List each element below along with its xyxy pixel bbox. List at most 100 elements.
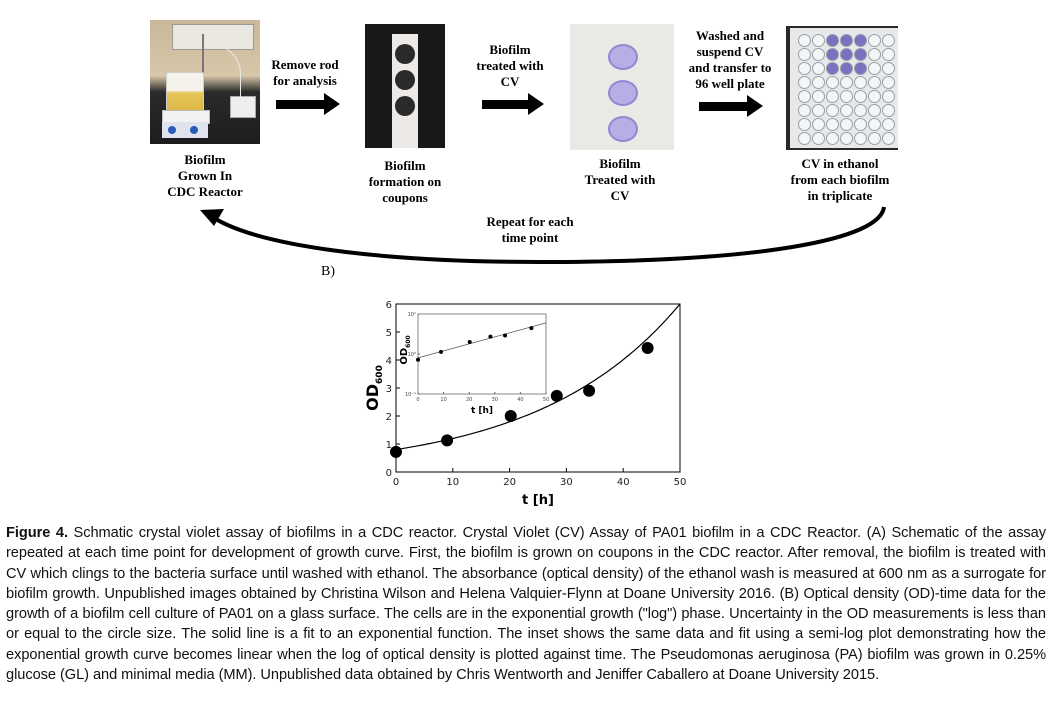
x-tick-label: 50	[674, 477, 687, 488]
inset-frame	[417, 313, 547, 395]
y-tick-label: 6	[386, 300, 392, 311]
well	[826, 48, 839, 61]
well	[854, 132, 867, 145]
well	[826, 76, 839, 89]
well	[840, 104, 853, 117]
loop-label: Repeat for each time point	[486, 214, 574, 245]
well	[840, 132, 853, 145]
figure-label: Figure 4.	[6, 525, 68, 541]
well	[882, 90, 895, 103]
step-caption-1: Biofilm Grown In CDC Reactor	[167, 152, 243, 199]
well	[854, 104, 867, 117]
well	[882, 48, 895, 61]
loop-back-arrow-icon	[200, 206, 886, 265]
data-point	[641, 341, 654, 354]
well	[798, 34, 811, 47]
arrow-label-1: Remove rod for analysis	[271, 57, 339, 88]
data-point	[390, 445, 402, 458]
inset-x-tick-label: 40	[517, 397, 523, 403]
inset-data-point	[467, 339, 472, 344]
cdc-reactor-photo	[150, 20, 260, 144]
well	[798, 76, 811, 89]
well	[798, 62, 811, 75]
y-tick-label: 3	[386, 384, 392, 395]
well	[840, 34, 853, 47]
well	[854, 90, 867, 103]
well	[854, 118, 867, 131]
well	[868, 132, 881, 145]
well	[868, 62, 881, 75]
x-axis-label: t [h]	[522, 493, 554, 508]
well	[840, 118, 853, 131]
x-tick-label: 20	[503, 477, 516, 488]
inset-x-axis-label: t [h]	[471, 406, 493, 416]
cv-treated-coupons-photo	[570, 24, 674, 150]
inset-data-point	[503, 333, 508, 338]
well	[812, 118, 825, 131]
data-point	[441, 434, 454, 447]
well	[812, 48, 825, 61]
well	[868, 76, 881, 89]
well	[812, 90, 825, 103]
well	[812, 34, 825, 47]
inset-x-tick-label: 0	[416, 397, 419, 403]
right-arrow-icon	[699, 95, 763, 117]
well	[812, 104, 825, 117]
well	[882, 118, 895, 131]
inset-data-point	[529, 326, 534, 331]
well	[882, 132, 895, 145]
well	[882, 34, 895, 47]
y-tick-label: 0	[386, 468, 392, 479]
well	[826, 104, 839, 117]
96-well-plate-photo	[786, 26, 898, 150]
well	[868, 34, 881, 47]
well	[826, 62, 839, 75]
x-tick-label: 40	[617, 477, 630, 488]
inset-x-tick-label: 30	[492, 397, 498, 403]
inset-x-tick-label: 50	[543, 397, 549, 403]
inset-x-tick-label: 20	[466, 397, 472, 403]
inset-y-tick-label: 10⁰	[408, 352, 416, 358]
well	[826, 34, 839, 47]
well	[798, 132, 811, 145]
y-tick-label: 4	[386, 356, 392, 367]
right-arrow-icon	[276, 93, 340, 115]
right-arrow-icon	[482, 93, 544, 115]
arrow-label-2: Biofilm treated with CV	[476, 42, 544, 89]
step-caption-2: Biofilm formation on coupons	[368, 158, 442, 205]
coupons-photo	[365, 24, 445, 148]
well	[868, 90, 881, 103]
well	[854, 48, 867, 61]
y-tick-label: 5	[386, 328, 392, 339]
well	[840, 62, 853, 75]
well	[812, 132, 825, 145]
x-tick-label: 0	[393, 477, 399, 488]
step-caption-4: CV in ethanol from each biofilm in tripl…	[790, 156, 890, 203]
data-point	[550, 389, 563, 402]
inset-data-point	[439, 349, 444, 354]
caption-text: Schmatic crystal violet assay of biofilm…	[6, 525, 1046, 684]
data-point	[583, 384, 596, 397]
y-tick-label: 1	[386, 440, 392, 451]
well	[798, 118, 811, 131]
well	[868, 104, 881, 117]
well	[868, 118, 881, 131]
well	[882, 62, 895, 75]
well	[854, 76, 867, 89]
x-tick-label: 10	[446, 477, 459, 488]
y-axis-label-subscript: 600	[375, 365, 385, 384]
inset-y-tick-label: 10¹	[408, 312, 416, 318]
data-point	[504, 410, 517, 422]
well	[840, 90, 853, 103]
inset-y-axis-label: OD600	[399, 335, 412, 364]
well	[798, 48, 811, 61]
arrow-label-3: Washed and suspend CV and transfer to 96…	[688, 28, 772, 91]
well	[826, 132, 839, 145]
x-tick-label: 30	[560, 477, 573, 488]
well	[812, 62, 825, 75]
well	[882, 104, 895, 117]
well	[882, 76, 895, 89]
well	[854, 62, 867, 75]
well	[798, 104, 811, 117]
inset-data-point	[416, 357, 420, 362]
